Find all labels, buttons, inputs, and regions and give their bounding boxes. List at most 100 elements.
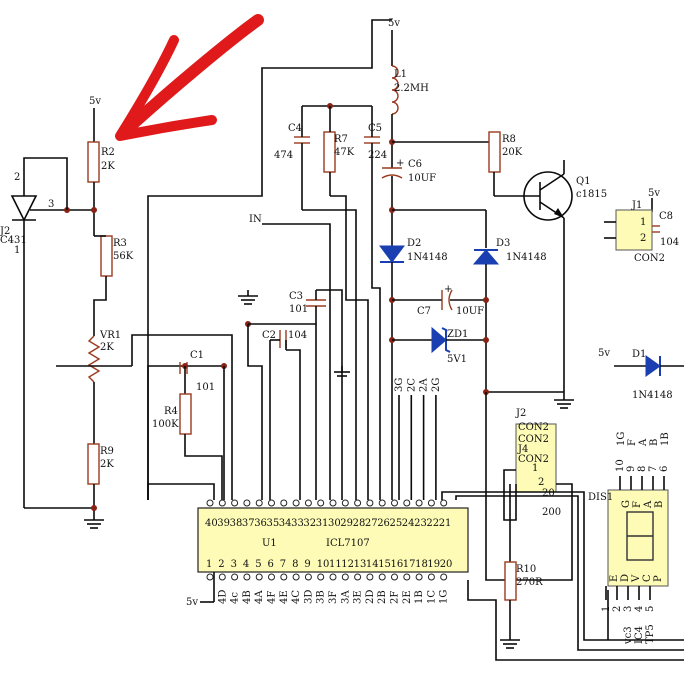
u1-pin-number: 16 [391, 559, 404, 570]
u1-pin-top [354, 499, 362, 507]
u1-pin-number: 21 [439, 518, 452, 529]
wire [93, 276, 107, 336]
u1-net-label: 4F [267, 591, 278, 604]
c6-val: 10UF [408, 173, 436, 184]
d1-val: 1N4148 [632, 390, 673, 401]
u1-pin-bottom [354, 573, 362, 581]
display-pin-number: 4 [634, 606, 645, 612]
u1-pin-number: 14 [366, 559, 379, 570]
r4-ref: R4 [164, 406, 178, 417]
u1-pin-bottom [427, 573, 435, 581]
wire [302, 209, 357, 500]
u1-net-label: 3E [353, 590, 364, 604]
diode-d3 [472, 249, 500, 265]
c8-val: 104 [660, 237, 679, 248]
c6-ref: C6 [408, 159, 422, 170]
zener-zd1 [431, 326, 447, 354]
u1-net-label: 2G [431, 378, 442, 392]
c6-plus: + [396, 158, 404, 169]
c3-val: 101 [289, 304, 308, 315]
display-pin-number: 1 [601, 606, 612, 612]
u1-net-label: 4B [242, 590, 253, 604]
wire [286, 349, 301, 500]
u1-net-label: 2C [406, 378, 417, 392]
l1-ref: L1 [394, 69, 407, 80]
u1-pin-number: 35 [267, 518, 280, 529]
u1-pin-bottom [317, 573, 325, 581]
u1-pin-number: 3 [231, 559, 237, 570]
r10-val: 270R [516, 577, 543, 588]
annotation-arrow [118, 14, 264, 138]
u1-pin-top [280, 499, 288, 507]
u1-pin-number: 38 [230, 518, 243, 529]
tl431-pin3: 3 [48, 199, 54, 210]
capacitor-c7 [448, 289, 453, 311]
u1-pin-number: 1 [206, 559, 212, 570]
u1-pin-number: 32 [303, 518, 316, 529]
supply-label-1: 5v [89, 96, 101, 107]
display-net-label: 1B [660, 432, 671, 446]
u1-pin-number: 4 [243, 559, 249, 570]
u1-pin-number: 25 [390, 518, 403, 529]
c5-val: 224 [368, 150, 387, 161]
u1-pin-bottom [415, 573, 423, 581]
display-dis1 [607, 489, 669, 587]
display-net-label: A [638, 438, 649, 447]
u1-pin-top [304, 499, 312, 507]
u1-net-label: 2B [377, 590, 388, 604]
u1-pin-top [268, 499, 275, 507]
inductor-l1 [391, 65, 399, 115]
j1-pin2: 2 [640, 233, 646, 244]
capacitor-c6 [381, 174, 403, 179]
u1-pin-number: 27 [365, 518, 378, 529]
u1-pin-top [206, 499, 214, 507]
u1-pin-number: 6 [268, 559, 274, 570]
u1-net-label: 3B [316, 590, 327, 604]
c5-ref: C5 [368, 123, 382, 134]
u1-pin-number: 28 [353, 518, 366, 529]
j1-ref: J1 [631, 200, 642, 211]
u1-pin-bottom [403, 573, 411, 581]
u1-pin-top [243, 499, 251, 507]
connector-j2 [515, 423, 557, 493]
wire [485, 392, 573, 581]
r2-ref: R2 [101, 147, 115, 158]
resistor-r2 [87, 141, 100, 183]
u1-net-label: 1C [426, 590, 437, 604]
u1-pin-top [391, 499, 398, 507]
resistor-r4 [179, 393, 192, 435]
u1-pin-number: 33 [291, 518, 304, 529]
u1-pin-bottom [329, 573, 337, 581]
u1-net-label: 3G [394, 378, 405, 392]
u1-pin-bottom [280, 573, 288, 581]
u1-net-label: 4c [230, 592, 241, 604]
u1-pin-bottom [243, 573, 251, 581]
wire [184, 434, 223, 500]
r7-val: 47K [334, 147, 355, 158]
display-segment-label: C [642, 574, 653, 582]
r7-ref: R7 [334, 134, 348, 145]
junction-dot [91, 207, 97, 213]
display-pin-number: 8 [637, 466, 648, 472]
display-net-label: 1G [616, 432, 627, 446]
junction-dot [91, 505, 97, 511]
u1-pin-bottom [304, 573, 312, 581]
c8-ref: C8 [659, 211, 673, 222]
junction-dot [483, 297, 489, 303]
tl431-symbol [10, 195, 38, 222]
u1-pin-number: 18 [415, 559, 428, 570]
u1-net-label: 4C [291, 590, 302, 604]
u1-pin-number: 37 [242, 518, 255, 529]
u1-pin-number: 30 [328, 518, 341, 529]
display-pin-number: 2 [612, 606, 623, 612]
u1-pin-number: 36 [254, 518, 267, 529]
u1-net-label: 4E [279, 590, 290, 604]
u1-pin-bottom [391, 573, 398, 581]
transistor-q1-arrow [554, 208, 564, 218]
j2-pin20: 20 [542, 488, 555, 499]
display-net-label: F [627, 439, 638, 446]
tl431-pin1: 1 [14, 245, 20, 256]
